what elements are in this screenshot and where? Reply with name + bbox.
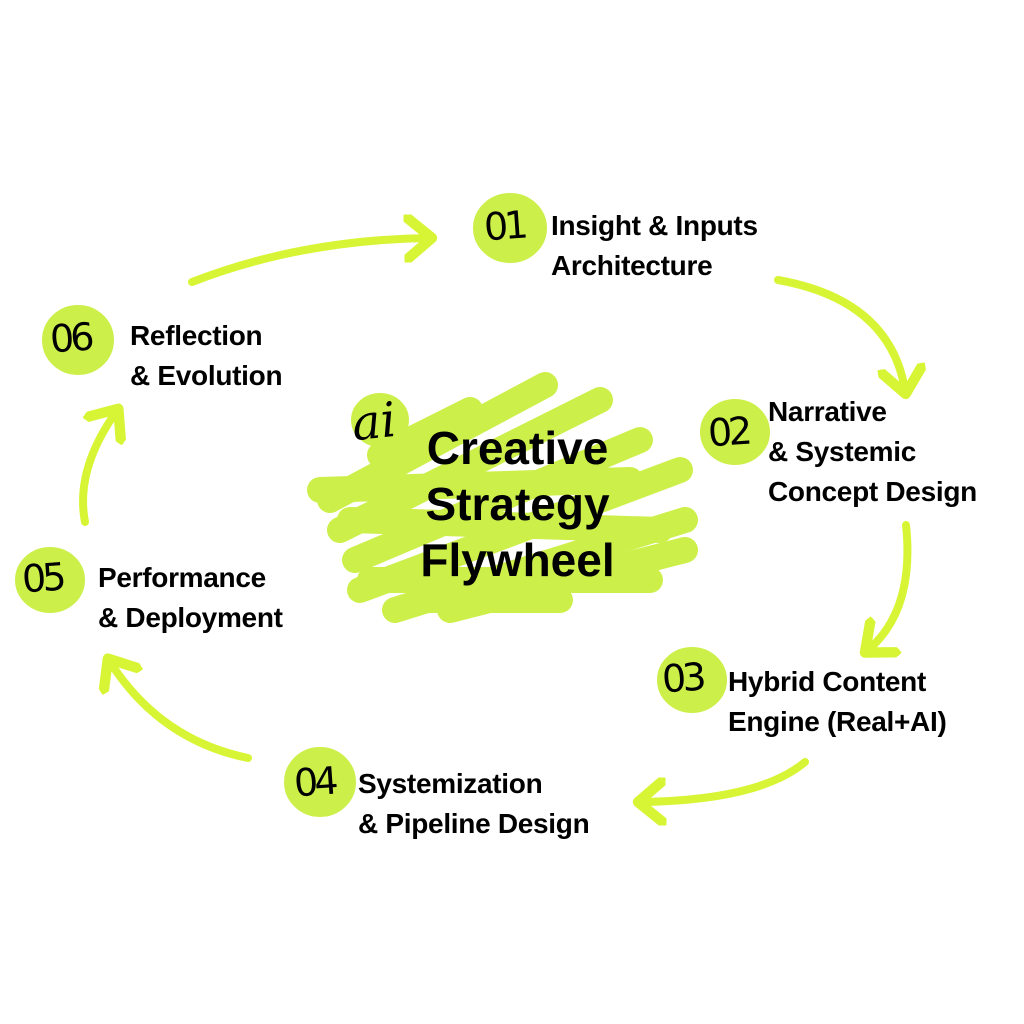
arrow-01-to-02: [774, 276, 905, 390]
arrows: [79, 238, 912, 802]
title-line: Creative: [426, 422, 609, 474]
step-number-05: 05: [20, 554, 64, 602]
label-line: Hybrid Content: [728, 666, 927, 697]
step-number-06: 06: [48, 314, 92, 362]
blob-04: [284, 747, 356, 817]
label-line: & Deployment: [98, 602, 283, 633]
step-02-label: Narrative & Systemic Concept Design: [768, 392, 977, 512]
label-line: & Pipeline Design: [358, 808, 590, 839]
label-line: Insight & Inputs: [551, 210, 758, 241]
step-06-label: Reflection & Evolution: [130, 316, 283, 396]
step-04-label: Systemization & Pipeline Design: [358, 764, 590, 844]
diagram-title: Creative Strategy Flywheel: [380, 420, 655, 588]
blob-ai: [351, 393, 409, 447]
label-line: Engine (Real+AI): [728, 706, 947, 737]
center-scribble: [307, 372, 698, 623]
label-line: & Evolution: [130, 360, 283, 391]
step-05-label: Performance & Deployment: [98, 558, 283, 638]
step-number-02: 02: [706, 408, 750, 456]
blob-02: [700, 399, 770, 465]
arrow-05-to-06: [79, 412, 116, 526]
step-03-label: Hybrid Content Engine (Real+AI): [728, 662, 947, 742]
label-line: Concept Design: [768, 476, 977, 507]
arrow-02-to-03: [868, 521, 912, 650]
blob-05: [15, 547, 85, 613]
arrow-03-to-04: [642, 758, 809, 802]
label-line: Performance: [98, 562, 266, 593]
arrow-06-to-01: [188, 238, 428, 286]
label-line: Reflection: [130, 320, 263, 351]
step-number-03: 03: [660, 654, 704, 702]
label-line: Architecture: [551, 250, 713, 281]
step-number-04: 04: [292, 758, 336, 806]
blob-01: [473, 193, 547, 263]
title-line: Flywheel: [420, 534, 615, 586]
step-01-label: Insight & Inputs Architecture: [551, 206, 758, 286]
blob-03: [657, 647, 727, 713]
arrow-04-to-05: [110, 662, 252, 762]
number-blobs: [15, 193, 770, 817]
blob-06: [42, 305, 114, 375]
label-line: Narrative: [768, 396, 887, 427]
step-number-01: 01: [482, 202, 526, 250]
title-line: Strategy: [425, 478, 610, 530]
label-line: & Systemic: [768, 436, 916, 467]
label-line: Systemization: [358, 768, 543, 799]
